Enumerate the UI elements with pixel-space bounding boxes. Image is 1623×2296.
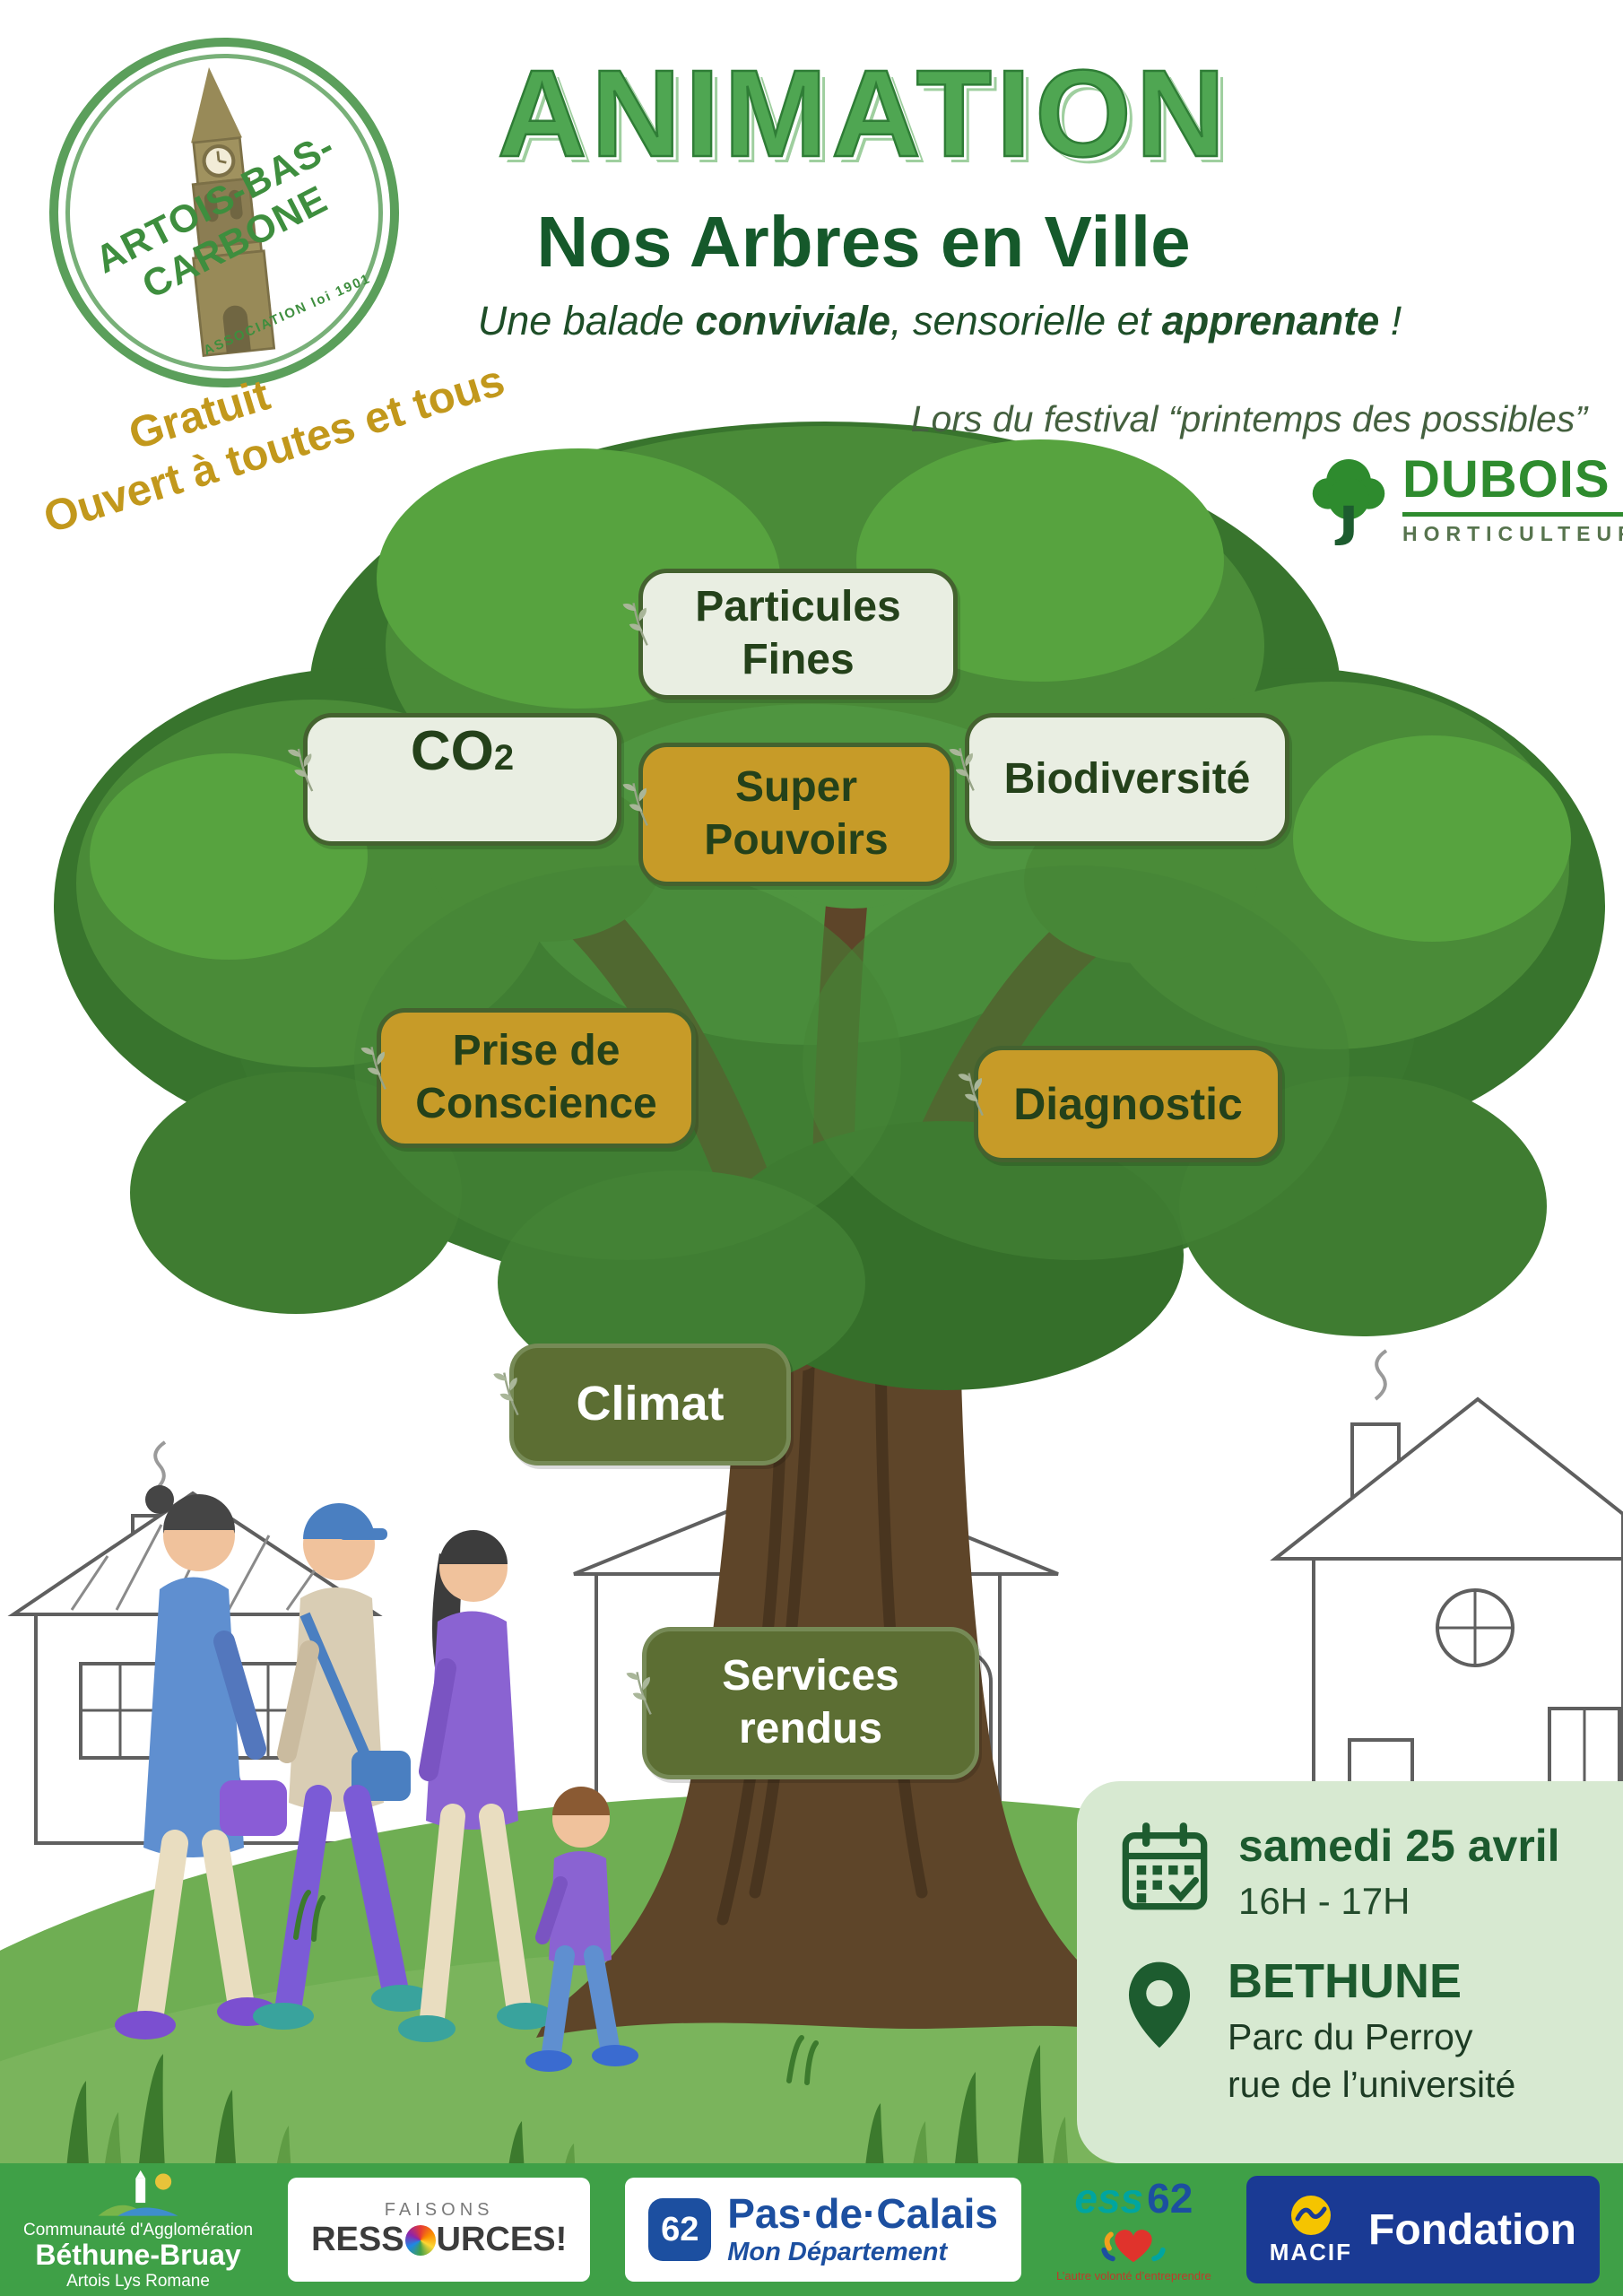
pill-label: Super bbox=[734, 763, 858, 812]
leaf-icon bbox=[490, 1367, 535, 1433]
dubois-tree-icon bbox=[1312, 458, 1385, 545]
ressources-line-2: RESSOURCES! bbox=[311, 2221, 567, 2259]
event-time: 16H - 17H bbox=[1238, 1879, 1410, 1922]
ess-number: 62 bbox=[1147, 2175, 1193, 2222]
agglo-town-icon bbox=[98, 2170, 178, 2216]
pill-label: Climat bbox=[576, 1377, 725, 1431]
tree-label-prise-de-conscience: Prise de Conscience bbox=[360, 1008, 696, 1148]
dubois-horticulteur-logo: DUBOIS HORTICULTEUR bbox=[1307, 454, 1623, 546]
tree-label-particules-fines: Particules Fines bbox=[622, 569, 958, 700]
tagline-bold-1: conviviale bbox=[695, 298, 891, 344]
pill-label: CO bbox=[410, 720, 494, 782]
event-info-panel: samedi 25 avril 16H - 17H BETHUNE Parc d… bbox=[1077, 1781, 1623, 2163]
event-address: Parc du Perroy rue de l’université bbox=[1228, 2013, 1515, 2109]
pill-label: Diagnostic bbox=[1013, 1078, 1243, 1129]
location-pin-icon bbox=[1128, 1961, 1191, 2048]
bethune-bruay-logo: Communauté d'Agglomération Béthune-Bruay… bbox=[23, 2169, 253, 2291]
tree-label-services-rendus: Services rendus bbox=[626, 1627, 979, 1779]
agglo-line-1: Communauté d'Agglomération bbox=[23, 2220, 254, 2239]
tagline-pre: Une balade bbox=[477, 298, 696, 344]
pill-label: Fines bbox=[742, 636, 855, 683]
leaf-icon bbox=[620, 777, 664, 842]
belfry-tower-icon bbox=[191, 66, 276, 357]
pill-label: Particules bbox=[695, 583, 901, 631]
faisons-ressources-logo: FAISONS RESSOURCES! bbox=[288, 2178, 591, 2282]
agglo-line-3: Artois Lys Romane bbox=[66, 2271, 210, 2291]
leaf-icon bbox=[358, 1040, 402, 1106]
pill-label: rendus bbox=[738, 1705, 883, 1752]
dubois-rule bbox=[1402, 512, 1623, 517]
pill-label: Services bbox=[722, 1652, 899, 1700]
pill-label-subscript: 2 bbox=[493, 738, 515, 778]
event-date: samedi 25 avril bbox=[1238, 1821, 1560, 1871]
tree-label-biodiversite: Biodiversité bbox=[949, 713, 1289, 846]
leaf-icon bbox=[283, 737, 330, 810]
macif-fondation-label: Fondation bbox=[1368, 2205, 1576, 2254]
pill-label: Prise de bbox=[452, 1027, 621, 1075]
agglo-line-2: Béthune-Bruay bbox=[35, 2239, 241, 2272]
pill-label: Biodiversité bbox=[1003, 754, 1251, 803]
ressources-line-1: FAISONS bbox=[384, 2200, 494, 2220]
macif-name: MACIF bbox=[1269, 2238, 1353, 2266]
pdc-name: Pas·de·Calais bbox=[727, 2189, 998, 2237]
tagline-bold-2: apprenante bbox=[1161, 298, 1380, 344]
leaf-icon bbox=[946, 742, 990, 807]
ess-tagline: L’autre volonté d’entreprendre bbox=[1055, 2269, 1211, 2283]
tree-label-climat: Climat bbox=[493, 1344, 791, 1465]
partner-logo-bar: Communauté d'Agglomération Béthune-Bruay… bbox=[0, 2163, 1623, 2296]
artois-bas-carbone-logo: ARTOIS-BAS-CARBONE ASSOCIATION loi 1901 bbox=[31, 20, 417, 405]
tree-label-super-pouvoirs: Super Pouvoirs bbox=[622, 743, 954, 886]
macif-emblem: MACIF bbox=[1270, 2194, 1352, 2266]
macif-bird-icon bbox=[1290, 2195, 1331, 2235]
rainbow-o-icon: O bbox=[404, 2224, 436, 2256]
location-row: BETHUNE Parc du Perroy rue de l’universi… bbox=[1118, 1953, 1587, 2109]
event-city: BETHUNE bbox=[1228, 1953, 1462, 2008]
leaf-icon bbox=[623, 1665, 667, 1731]
event-address-2: rue de l’université bbox=[1228, 2064, 1516, 2106]
calendar-icon bbox=[1122, 1822, 1208, 1910]
ressources-part-2: URCES! bbox=[436, 2221, 568, 2258]
tagline: Une balade conviviale, sensorielle et ap… bbox=[478, 298, 1402, 344]
festival-note: Lors du festival “printemps des possible… bbox=[910, 398, 1587, 439]
date-row: samedi 25 avril 16H - 17H bbox=[1118, 1821, 1587, 1923]
leaf-icon bbox=[956, 1067, 1000, 1132]
walking-family-illustration bbox=[115, 1485, 638, 2072]
chimney-smoke bbox=[152, 1349, 1388, 1492]
hands-heart-icon bbox=[1101, 2230, 1167, 2263]
ess-62-logo: ess 62 L’autre volonté d’entreprendre bbox=[1056, 2178, 1211, 2282]
leaf-icon bbox=[620, 596, 664, 662]
macif-fondation-logo: MACIF Fondation bbox=[1245, 2176, 1600, 2283]
dubois-name: DUBOIS bbox=[1402, 450, 1610, 509]
page-title: ANIMATION bbox=[496, 44, 1230, 185]
pill-label: Conscience bbox=[415, 1080, 657, 1127]
tagline-post: ! bbox=[1379, 298, 1402, 344]
event-subtitle: Nos Arbres en Ville bbox=[536, 202, 1191, 282]
tree-label-diagnostic: Diagnostic bbox=[958, 1046, 1282, 1162]
dubois-tagline: HORTICULTEUR bbox=[1402, 522, 1623, 545]
tagline-mid: , sensorielle et bbox=[890, 298, 1162, 344]
pdc-subtitle: Mon Département bbox=[727, 2237, 948, 2266]
ressources-part-1: RESS bbox=[311, 2221, 404, 2258]
pas-de-calais-logo: 62 Pas·de·Calais Mon Département bbox=[625, 2178, 1021, 2282]
event-address-1: Parc du Perroy bbox=[1228, 2015, 1473, 2057]
ess-name: ess bbox=[1074, 2175, 1144, 2222]
pill-label: Pouvoirs bbox=[704, 816, 889, 864]
ess-wordmark: ess 62 bbox=[1074, 2178, 1193, 2219]
pdc-62-badge: 62 bbox=[648, 2198, 712, 2261]
